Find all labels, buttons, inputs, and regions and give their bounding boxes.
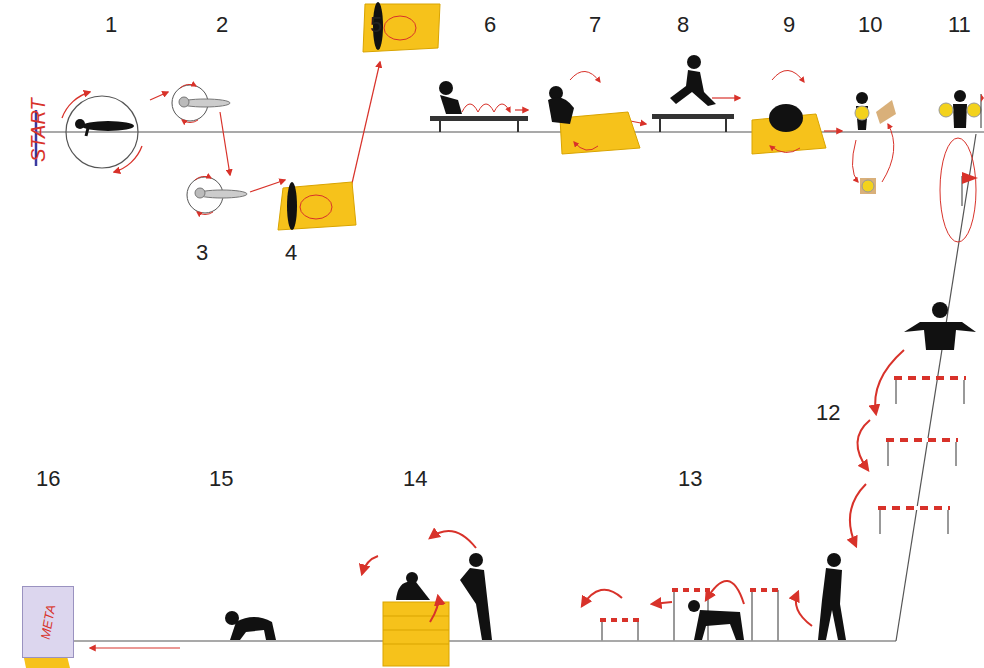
course-lines [30, 132, 984, 641]
station-number: 13 [678, 468, 702, 490]
vault-box [362, 531, 492, 666]
mat [752, 70, 826, 154]
station-number: 7 [589, 14, 601, 36]
station-number: 6 [484, 14, 496, 36]
hurdles [582, 553, 846, 641]
hurdles [850, 302, 976, 546]
station-number: 5 [370, 14, 382, 36]
station-number: 11 [948, 14, 971, 36]
station-number: 12 [816, 402, 840, 424]
bench [430, 81, 528, 132]
ball-station [852, 92, 896, 194]
station-number: 15 [209, 468, 233, 490]
station-number: 10 [858, 14, 882, 36]
station-number: 3 [196, 242, 208, 264]
crawler [90, 611, 276, 648]
station-number: 14 [403, 468, 427, 490]
mat [278, 2, 440, 230]
bench [652, 55, 734, 132]
station-number: 2 [216, 14, 228, 36]
flag-station [939, 90, 984, 242]
route-arrows [150, 62, 842, 192]
station-number: 4 [285, 242, 297, 264]
turn-circle [172, 84, 247, 214]
station-number: 1 [105, 14, 117, 36]
station-number: 16 [36, 468, 60, 490]
finish-label: META [38, 603, 59, 640]
start-label: START [28, 98, 48, 162]
mat [548, 71, 640, 154]
roll-circle [62, 92, 142, 172]
finish-board: META [22, 586, 74, 658]
station-number: 8 [677, 14, 689, 36]
station-number: 9 [783, 14, 795, 36]
